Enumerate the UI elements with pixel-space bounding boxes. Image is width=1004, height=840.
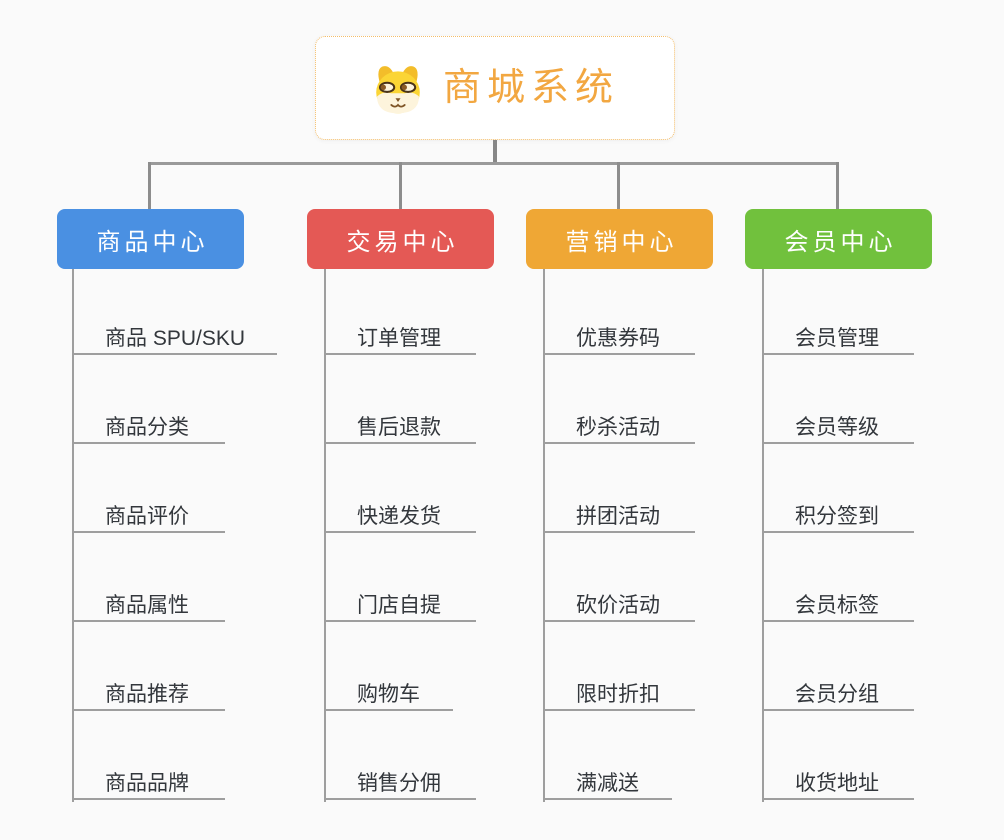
- subtopic-label: 会员管理: [795, 326, 879, 350]
- subtopic-node[interactable]: 会员管理: [762, 317, 914, 355]
- subtopic-node[interactable]: 购物车: [324, 673, 453, 711]
- subtopic-node[interactable]: 满减送: [543, 762, 672, 800]
- subtopic-label: 订单管理: [357, 326, 441, 350]
- branch-node[interactable]: 营销中心: [526, 209, 713, 269]
- branch-node[interactable]: 会员中心: [745, 209, 932, 269]
- subtopic-label: 会员分组: [795, 682, 879, 706]
- subtopic-node[interactable]: 会员分组: [762, 673, 914, 711]
- root-title: 商城系统: [442, 67, 619, 109]
- subtopic-label: 商品属性: [105, 593, 189, 617]
- subtopic-node[interactable]: 限时折扣: [543, 673, 695, 711]
- subtopic-label: 商品品牌: [105, 771, 189, 795]
- branch-node[interactable]: 商品中心: [57, 209, 244, 269]
- subtopic-node[interactable]: 商品属性: [72, 584, 225, 622]
- subtopic-node[interactable]: 积分签到: [762, 495, 914, 533]
- branch-label: 商品中心: [96, 228, 209, 256]
- subtopic-label: 优惠券码: [576, 326, 660, 350]
- subtopic-label: 门店自提: [357, 593, 441, 617]
- subtopic-node[interactable]: 销售分佣: [324, 762, 476, 800]
- subtopic-label: 快递发货: [357, 504, 441, 528]
- connector-branch-line: [762, 269, 764, 802]
- connector-branch-drop: [399, 162, 402, 209]
- connector-branch-line: [543, 269, 545, 802]
- subtopic-node[interactable]: 门店自提: [324, 584, 476, 622]
- subtopic-label: 收货地址: [795, 771, 879, 795]
- branch-label: 营销中心: [565, 228, 678, 256]
- subtopic-node[interactable]: 商品评价: [72, 495, 225, 533]
- subtopic-label: 售后退款: [357, 415, 441, 439]
- subtopic-label: 积分签到: [795, 504, 879, 528]
- subtopic-node[interactable]: 订单管理: [324, 317, 476, 355]
- subtopic-node[interactable]: 商品分类: [72, 406, 225, 444]
- subtopic-node[interactable]: 售后退款: [324, 406, 476, 444]
- subtopic-label: 满减送: [576, 771, 639, 795]
- subtopic-label: 商品分类: [105, 415, 189, 439]
- subtopic-label: 商品推荐: [105, 682, 189, 706]
- subtopic-node[interactable]: 秒杀活动: [543, 406, 695, 444]
- doge-face-icon: [371, 63, 425, 115]
- connector-branch-line: [72, 269, 74, 802]
- subtopic-label: 拼团活动: [576, 504, 660, 528]
- connector-root-stem: [493, 140, 497, 164]
- subtopic-label: 销售分佣: [357, 771, 441, 795]
- subtopic-label: 商品 SPU/SKU: [105, 326, 246, 350]
- connector-branch-line: [324, 269, 326, 802]
- subtopic-node[interactable]: 优惠券码: [543, 317, 695, 355]
- root-node[interactable]: 商城系统: [315, 36, 675, 140]
- subtopic-node[interactable]: 快递发货: [324, 495, 476, 533]
- subtopic-node[interactable]: 商品推荐: [72, 673, 225, 711]
- subtopic-node[interactable]: 商品 SPU/SKU: [72, 317, 277, 355]
- subtopic-node[interactable]: 会员标签: [762, 584, 914, 622]
- branch-label: 会员中心: [784, 228, 897, 256]
- subtopic-label: 购物车: [357, 682, 420, 706]
- connector-branch-drop: [148, 162, 151, 209]
- subtopic-label: 商品评价: [105, 504, 189, 528]
- subtopic-node[interactable]: 收货地址: [762, 762, 914, 800]
- branch-node[interactable]: 交易中心: [307, 209, 494, 269]
- subtopic-node[interactable]: 会员等级: [762, 406, 914, 444]
- subtopic-label: 砍价活动: [576, 593, 660, 617]
- connector-horizontal-bar: [149, 162, 839, 165]
- subtopic-node[interactable]: 砍价活动: [543, 584, 695, 622]
- subtopic-label: 秒杀活动: [576, 415, 660, 439]
- connector-branch-drop: [617, 162, 620, 209]
- subtopic-label: 限时折扣: [576, 682, 660, 706]
- subtopic-node[interactable]: 商品品牌: [72, 762, 225, 800]
- subtopic-label: 会员等级: [795, 415, 879, 439]
- subtopic-node[interactable]: 拼团活动: [543, 495, 695, 533]
- connector-branch-drop: [836, 162, 839, 209]
- subtopic-label: 会员标签: [795, 593, 879, 617]
- branch-label: 交易中心: [346, 228, 459, 256]
